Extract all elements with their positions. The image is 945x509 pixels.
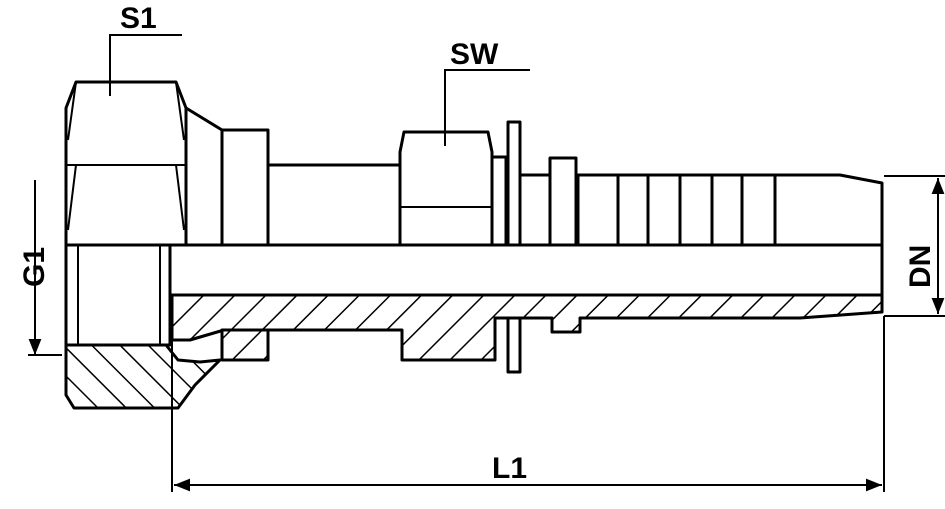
leader-sw: SW — [444, 38, 530, 146]
collar — [220, 128, 270, 247]
shaft — [266, 163, 402, 247]
seal-ring-section — [220, 328, 270, 362]
g1-label: G1 — [18, 247, 51, 287]
dn-label: DN — [904, 245, 937, 288]
sw-hex — [398, 130, 494, 247]
s1-nut — [64, 80, 188, 247]
hose-tail — [576, 173, 884, 247]
l1-label: L1 — [492, 452, 527, 485]
bore — [168, 243, 884, 297]
leader-s1: S1 — [109, 2, 182, 96]
dimension-l1: L1 — [171, 316, 885, 492]
dimension-g1: G1 — [18, 180, 62, 356]
sw-label: SW — [450, 38, 499, 71]
nut-section — [64, 343, 222, 410]
ring — [548, 156, 578, 247]
fitting-section — [64, 293, 884, 410]
s1-label: S1 — [120, 2, 157, 35]
dimension-dn: DN — [884, 175, 945, 317]
body-wall-section — [170, 293, 884, 362]
cone — [184, 106, 224, 247]
nut-bore-gap — [64, 243, 172, 347]
fitting-exterior — [64, 80, 884, 374]
